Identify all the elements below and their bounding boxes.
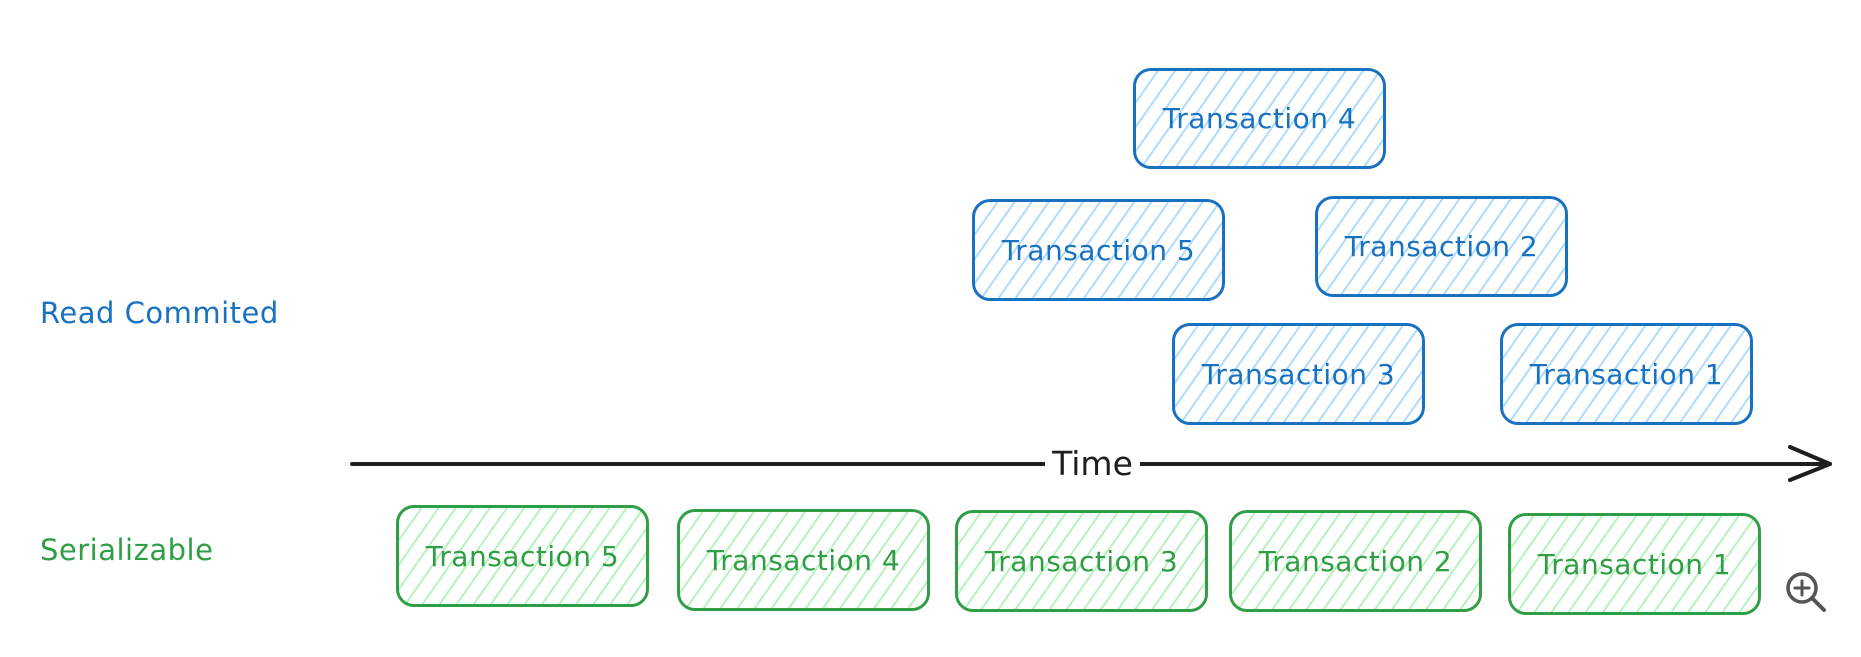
read-committed-transaction-5[interactable]: Transaction 5 — [972, 199, 1225, 301]
serializable-transaction-5[interactable]: Transaction 5 — [396, 505, 649, 607]
serializable-transaction-3[interactable]: Transaction 3 — [955, 510, 1208, 612]
serializable-transaction-4[interactable]: Transaction 4 — [677, 509, 930, 611]
serializable-label: Serializable — [40, 533, 214, 567]
read-committed-transaction-4[interactable]: Transaction 4 — [1133, 68, 1386, 169]
read-committed-label: Read Commited — [40, 296, 279, 330]
read-committed-transaction-3[interactable]: Transaction 3 — [1172, 323, 1425, 425]
serializable-transaction-2[interactable]: Transaction 2 — [1229, 510, 1482, 612]
read-committed-transaction-1[interactable]: Transaction 1 — [1500, 323, 1753, 425]
zoom-in-icon[interactable] — [1782, 568, 1832, 618]
time-axis-label: Time — [1045, 438, 1140, 488]
serializable-transaction-1[interactable]: Transaction 1 — [1508, 513, 1761, 615]
read-committed-transaction-2[interactable]: Transaction 2 — [1315, 196, 1568, 297]
